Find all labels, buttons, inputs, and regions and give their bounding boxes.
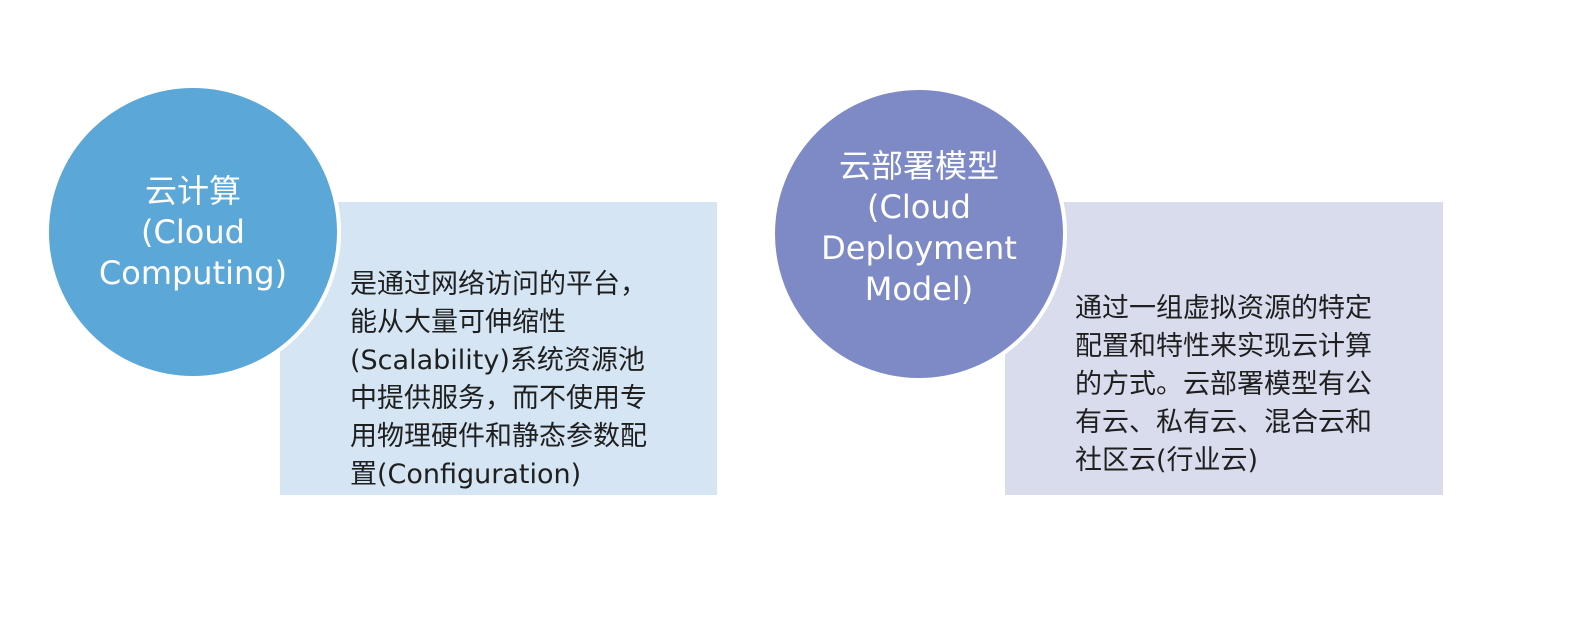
concept-title: 云部署模型 (Cloud Deployment Model) <box>821 147 1017 308</box>
definition-text: 通过一组虚拟资源的特定 配置和特性来实现云计算 的方式。云部署模型有公 有云、私… <box>1075 293 1372 476</box>
concept-circle: 云部署模型 (Cloud Deployment Model) <box>771 86 1067 382</box>
concept-circle: 云计算 (Cloud Computing) <box>45 84 341 380</box>
concept-title: 云计算 (Cloud Computing) <box>98 171 288 292</box>
definition-text: 是通过网络访问的平台， 能从大量可伸缩性 (Scalability)系统资源池 … <box>350 269 647 490</box>
definition-box: 通过一组虚拟资源的特定 配置和特性来实现云计算 的方式。云部署模型有公 有云、私… <box>1005 202 1443 495</box>
definition-box: 是通过网络访问的平台， 能从大量可伸缩性 (Scalability)系统资源池 … <box>280 202 717 495</box>
